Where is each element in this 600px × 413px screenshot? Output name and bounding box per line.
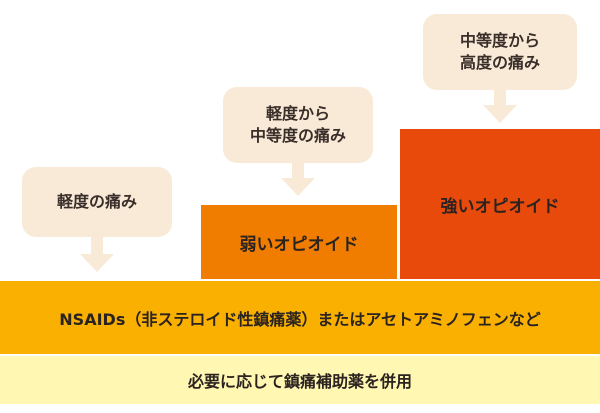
nsaids-base-bar: NSAIDs（非ステロイド性鎮痛薬）またはアセトアミノフェンなど bbox=[0, 281, 600, 354]
adjuvant-label: 必要に応じて鎮痛補助薬を併用 bbox=[187, 372, 412, 391]
weak-opioid-box: 弱いオピオイド bbox=[201, 205, 397, 279]
weak-opioid-label: 弱いオピオイド bbox=[239, 234, 359, 255]
strong-opioid-label: 強いオピオイド bbox=[440, 196, 560, 217]
pain-label-severe: 中等度から 高度の痛み bbox=[459, 31, 540, 72]
strong-opioid-box: 強いオピオイド bbox=[400, 129, 600, 279]
nsaids-label: NSAIDs（非ステロイド性鎮痛薬）またはアセトアミノフェンなど bbox=[59, 309, 541, 329]
down-arrow-icon bbox=[483, 90, 517, 123]
pain-label-mild: 軽度の痛み bbox=[56, 192, 137, 211]
pain-label-moderate: 軽度から 中等度の痛み bbox=[249, 104, 346, 145]
down-arrow-icon bbox=[281, 163, 315, 196]
adjuvant-bar: 必要に応じて鎮痛補助薬を併用 bbox=[0, 356, 600, 404]
down-arrow-icon bbox=[80, 237, 114, 272]
pain-bubble-mild: 軽度の痛み bbox=[22, 167, 172, 237]
pain-bubble-moderate: 軽度から 中等度の痛み bbox=[223, 87, 373, 163]
pain-bubble-severe: 中等度から 高度の痛み bbox=[423, 14, 577, 90]
